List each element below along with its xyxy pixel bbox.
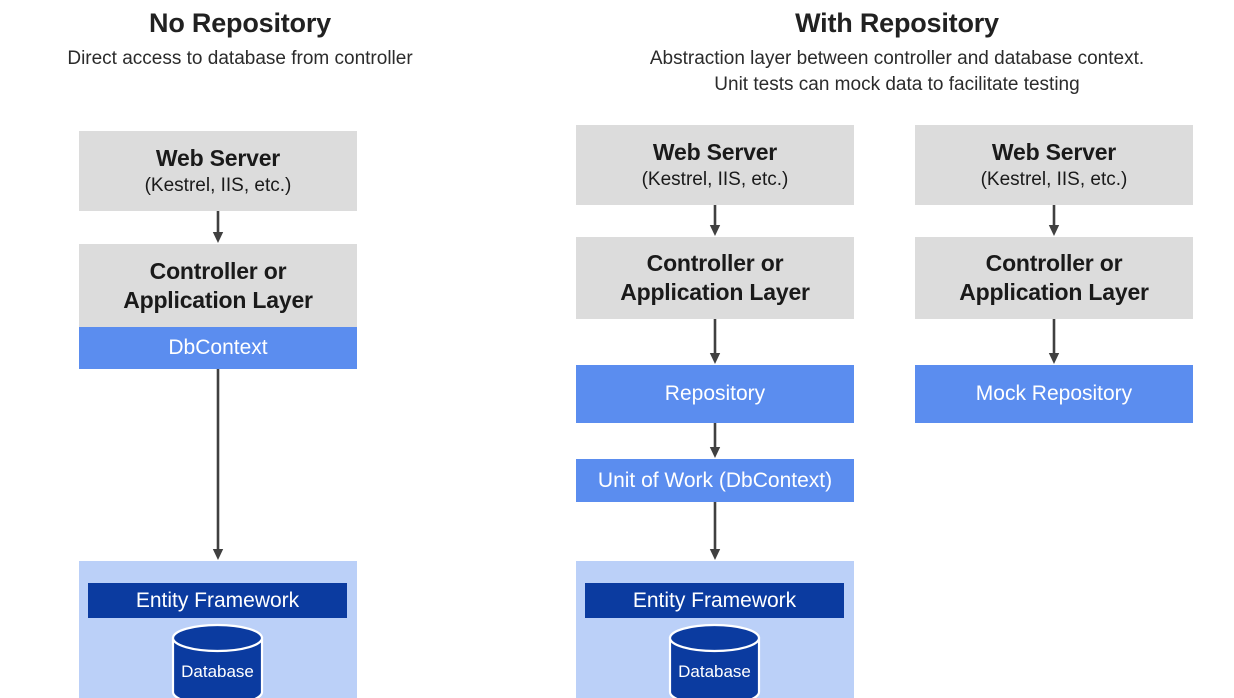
box-controller-left: Controller or Application Layer [79,244,357,327]
arrow-controller-to-repository-middle [705,319,725,365]
box-web-server-middle: Web Server (Kestrel, IIS, etc.) [576,125,854,205]
box-web-server-right: Web Server (Kestrel, IIS, etc.) [915,125,1193,205]
box-web-server-left: Web Server (Kestrel, IIS, etc.) [79,131,357,211]
box-mock-repository-right: Mock Repository [915,365,1193,423]
page-subtitle-with-repository: Abstraction layer between controller and… [560,46,1234,98]
mock-repository-label: Mock Repository [975,382,1133,405]
box-controller-right: Controller or Application Layer [915,237,1193,319]
controller-line-2: Application Layer [123,286,313,313]
arrow-repository-to-unit-of-work-middle [705,423,725,459]
web-server-subtitle: (Kestrel, IIS, etc.) [641,169,789,190]
arrow-web-server-to-controller-left [208,211,228,244]
web-server-title: Web Server [652,139,778,165]
entity-framework-label: Entity Framework [135,588,300,612]
unit-of-work-label: Unit of Work (DbContext) [597,468,833,492]
web-server-subtitle: (Kestrel, IIS, etc.) [980,169,1128,190]
entity-framework-label: Entity Framework [632,588,797,612]
subtitle-line: Abstraction layer between controller and… [649,48,1145,69]
web-server-subtitle: (Kestrel, IIS, etc.) [144,175,292,196]
page-title-no-repository: No Repository [149,8,331,38]
page-title-with-repository: With Repository [795,8,999,38]
dbcontext-label: DbContext [168,336,268,359]
subtitle-line: Unit tests can mock data to facilitate t… [714,74,1080,95]
box-dbcontext-left: DbContext [79,327,357,369]
box-entity-framework-left: Entity Framework [88,583,347,618]
controller-line-1: Controller or [985,250,1123,276]
arrow-web-server-to-controller-right [1044,205,1064,237]
controller-line-1: Controller or [646,250,784,276]
arrow-web-server-to-controller-middle [705,205,725,237]
controller-line-1: Controller or [149,257,287,284]
box-controller-middle: Controller or Application Layer [576,237,854,319]
arrow-unit-of-work-to-entity-framework-middle [705,502,725,561]
web-server-title: Web Server [155,145,281,171]
controller-line-2: Application Layer [620,279,810,305]
box-repository-middle: Repository [576,365,854,423]
page-subtitle-no-repository: Direct access to database from controlle… [0,46,480,72]
database-cylinder-left: Database [169,622,266,698]
controller-line-2: Application Layer [959,279,1149,305]
box-unit-of-work-middle: Unit of Work (DbContext) [576,459,854,502]
web-server-title: Web Server [991,139,1117,165]
database-cylinder-middle: Database [666,622,763,698]
arrow-dbcontext-to-entity-framework-left [208,369,228,561]
arrow-controller-to-mock-repository-right [1044,319,1064,365]
subtitle-line: Direct access to database from controlle… [67,48,413,69]
repository-label: Repository [664,382,766,405]
box-entity-framework-middle: Entity Framework [585,583,844,618]
